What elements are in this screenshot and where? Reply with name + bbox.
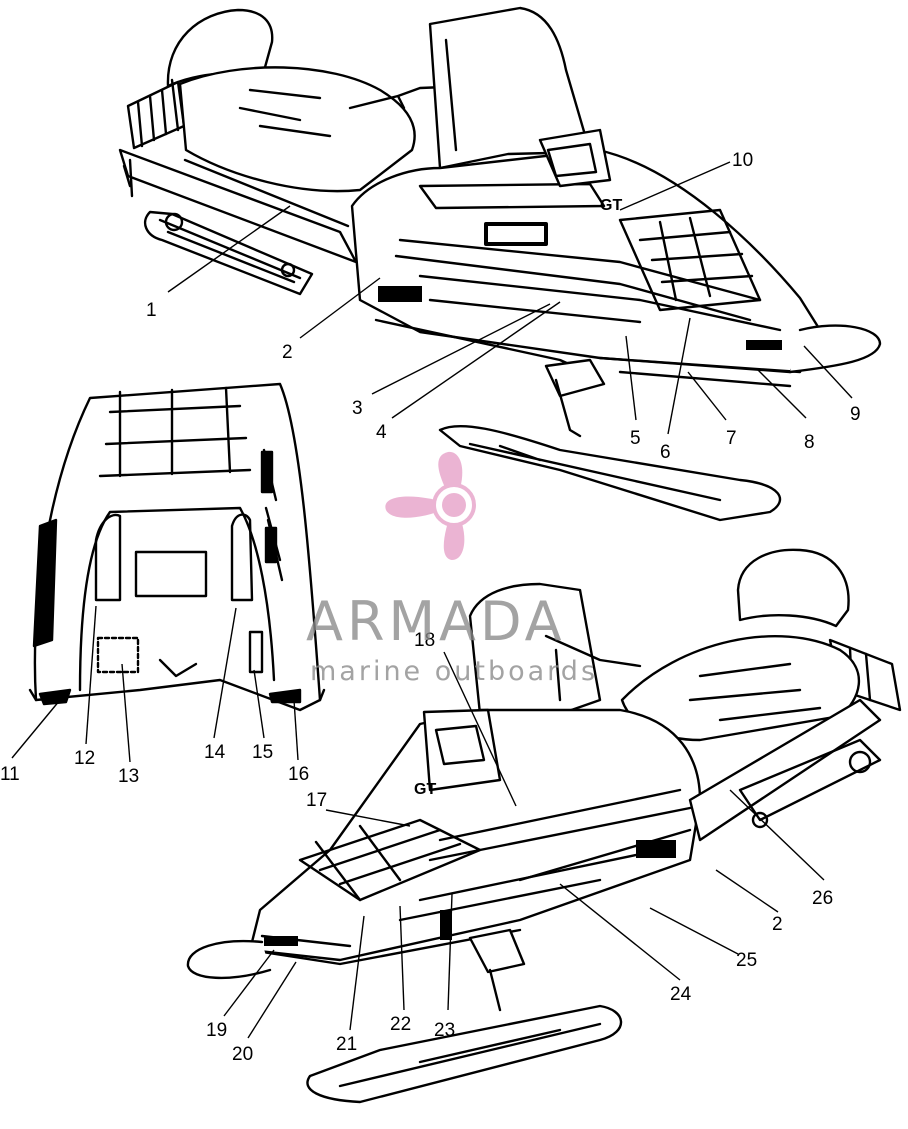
watermark: ARMADA marine outboards (306, 451, 598, 687)
callout-20: 20 (232, 1044, 253, 1065)
callout-9: 9 (850, 404, 861, 425)
callout-7: 7 (726, 428, 737, 449)
callout-16: 16 (288, 764, 309, 785)
callout-5: 5 (630, 428, 641, 449)
callout-18: 18 (414, 630, 435, 651)
callout-2: 2 (282, 342, 293, 363)
callout-labels: 1 2 3 4 5 6 7 8 9 10 11 12 13 14 15 16 1… (0, 150, 861, 1065)
callout-2-bottom: 2 (772, 914, 783, 935)
hood-gt-decal: GT (600, 197, 622, 214)
hood-top-view (28, 382, 326, 712)
callout-17: 17 (306, 790, 327, 811)
callout-19: 19 (206, 1020, 227, 1041)
callout-12: 12 (74, 748, 95, 769)
callout-15: 15 (252, 742, 273, 763)
callout-8: 8 (804, 432, 815, 453)
watermark-title: ARMADA (306, 590, 566, 653)
callout-25: 25 (736, 950, 757, 971)
callout-14: 14 (204, 742, 226, 763)
callout-26: 26 (812, 888, 833, 909)
hood-gt-decal-bottom: GT (414, 781, 436, 798)
callout-11: 11 (0, 764, 20, 785)
callout-4: 4 (376, 422, 387, 443)
callout-24: 24 (670, 984, 692, 1005)
callout-23: 23 (434, 1020, 455, 1041)
callout-3: 3 (352, 398, 363, 419)
propeller-icon (385, 451, 476, 560)
callout-21: 21 (336, 1034, 357, 1055)
callout-13: 13 (118, 766, 139, 787)
callout-6: 6 (660, 442, 671, 463)
callout-22: 22 (390, 1014, 411, 1035)
callout-1: 1 (146, 300, 157, 321)
snowmobile-top: GT (118, 6, 882, 522)
watermark-subtitle: marine outboards (310, 656, 598, 687)
callout-10: 10 (732, 150, 753, 171)
leader-lines (11, 161, 853, 1039)
snowmobile-bottom: GT (186, 548, 902, 1104)
